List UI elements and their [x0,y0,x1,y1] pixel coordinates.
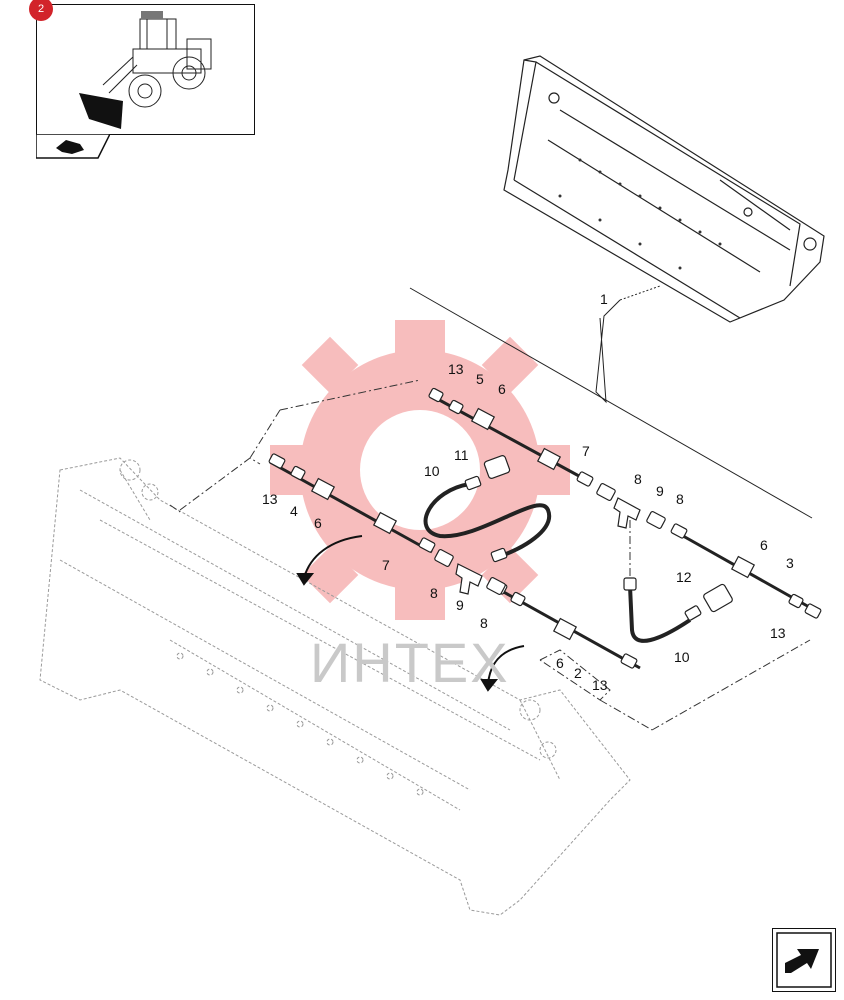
callout-9: 9 [656,483,664,499]
callout-1: 1 [600,291,608,307]
callout-8: 8 [676,491,684,507]
callout-8: 8 [480,615,488,631]
callout-13: 13 [448,361,464,377]
thumbnail-tab [35,133,112,159]
callout-13: 13 [592,677,608,693]
watermark-logo [270,320,570,620]
watermark-text: ИНТЕХ [310,631,510,694]
callout-9: 9 [456,597,464,613]
callout-12: 12 [676,569,692,585]
callout-6: 6 [760,537,768,553]
next-page-button[interactable] [772,928,836,992]
callout-8: 8 [634,471,642,487]
page-badge: 2 [29,0,53,21]
next-page-arrow-icon [776,932,832,988]
hydraulic-lines [268,387,822,670]
callout-5: 5 [476,371,484,387]
direction-arrows [296,535,525,692]
callout-6: 6 [498,381,506,397]
callout-4: 4 [290,503,298,519]
callout-labels: 1 13 5 6 7 11 10 8 9 8 13 4 6 6 7 3 12 8… [262,291,794,693]
callout-7: 7 [582,443,590,459]
arrow-tab-icon [35,133,112,159]
callout-10: 10 [424,463,440,479]
bucket-assembly [503,55,825,323]
callout-13: 13 [770,625,786,641]
callout-11: 11 [454,447,469,463]
connection-frames [169,379,811,731]
callout-8: 8 [430,585,438,601]
callout-10: 10 [674,649,690,665]
callout-13: 13 [262,491,278,507]
machine-thumbnail: 2 [29,0,255,135]
callout-7: 7 [382,557,390,573]
callout-2: 2 [574,665,582,681]
callout-6: 6 [556,655,564,671]
callout-3: 3 [786,555,794,571]
wheel-loader-icon [79,11,212,129]
leader-lines [409,285,813,519]
bucket-outline-dashed [39,457,631,916]
callout-6: 6 [314,515,322,531]
